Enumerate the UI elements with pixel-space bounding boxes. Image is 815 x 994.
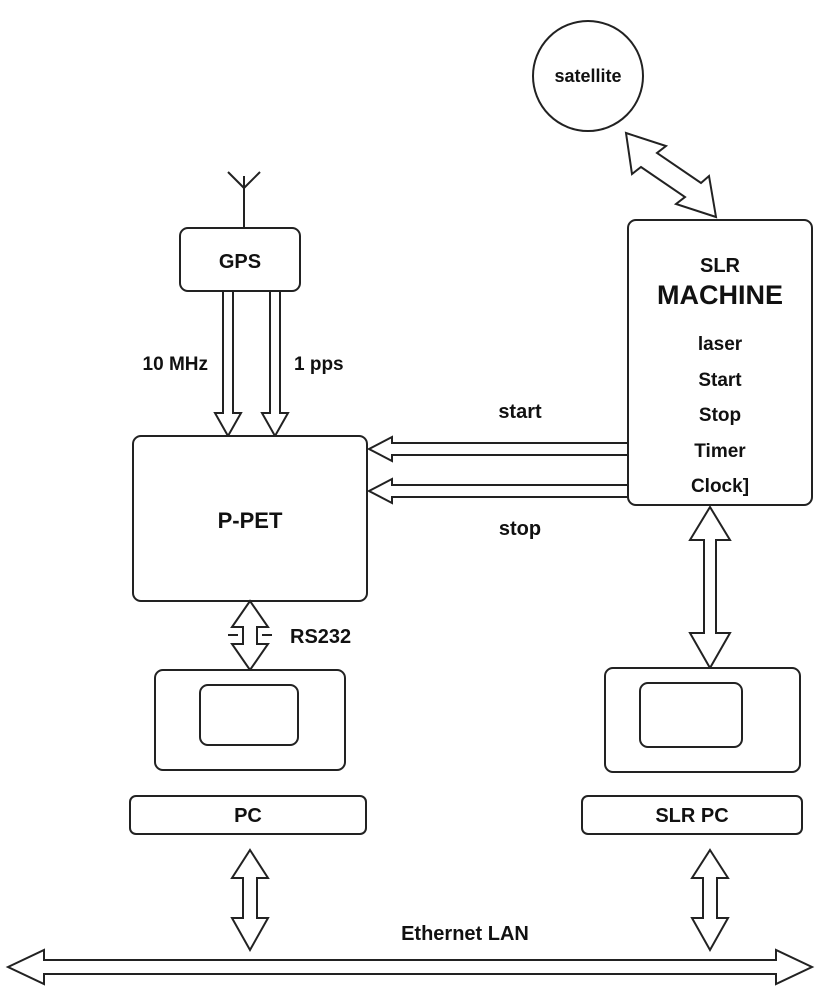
gps-box [179,227,301,292]
machine-item-timer: Timer [694,441,746,462]
freq-arrow [213,290,243,439]
pc-box [129,795,367,835]
stop-arrow [366,477,629,505]
pc-screen [199,684,299,746]
machine-item-stop: Stop [699,405,741,426]
slr-pc-lan-arrow [690,848,730,953]
rs232-label: RS232 [290,626,351,648]
ethernet-lan-arrow [5,948,815,986]
pps-label: 1 pps [294,354,344,375]
ppet-label: P-PET [218,508,283,533]
slr-machine-box [627,219,813,506]
start-arrow [366,435,629,463]
slr-label: SLR [700,255,741,277]
satellite-link-arrow [624,131,718,219]
pc-label: PC [234,805,262,827]
slr-pc-screen [639,682,743,748]
slr-machine-link-arrow [688,505,732,671]
ethernet-lan-label: Ethernet LAN [401,923,529,945]
machine-label: MACHINE [657,280,783,310]
start-label: start [498,401,542,423]
satellite-label: satellite [554,66,621,86]
machine-item-start: Start [698,370,742,391]
slr-pc-label: SLR PC [655,805,728,827]
pps-arrow [260,290,290,439]
satellite-node [532,20,644,132]
stop-label: stop [499,518,541,540]
machine-item-clock: Clock] [691,476,749,497]
freq-label: 10 MHz [143,354,208,375]
machine-item-laser: laser [698,334,743,355]
gps-label: GPS [219,251,261,273]
pc-lan-arrow [230,848,270,953]
slr-pc-box [581,795,803,835]
antenna-icon [227,171,261,228]
